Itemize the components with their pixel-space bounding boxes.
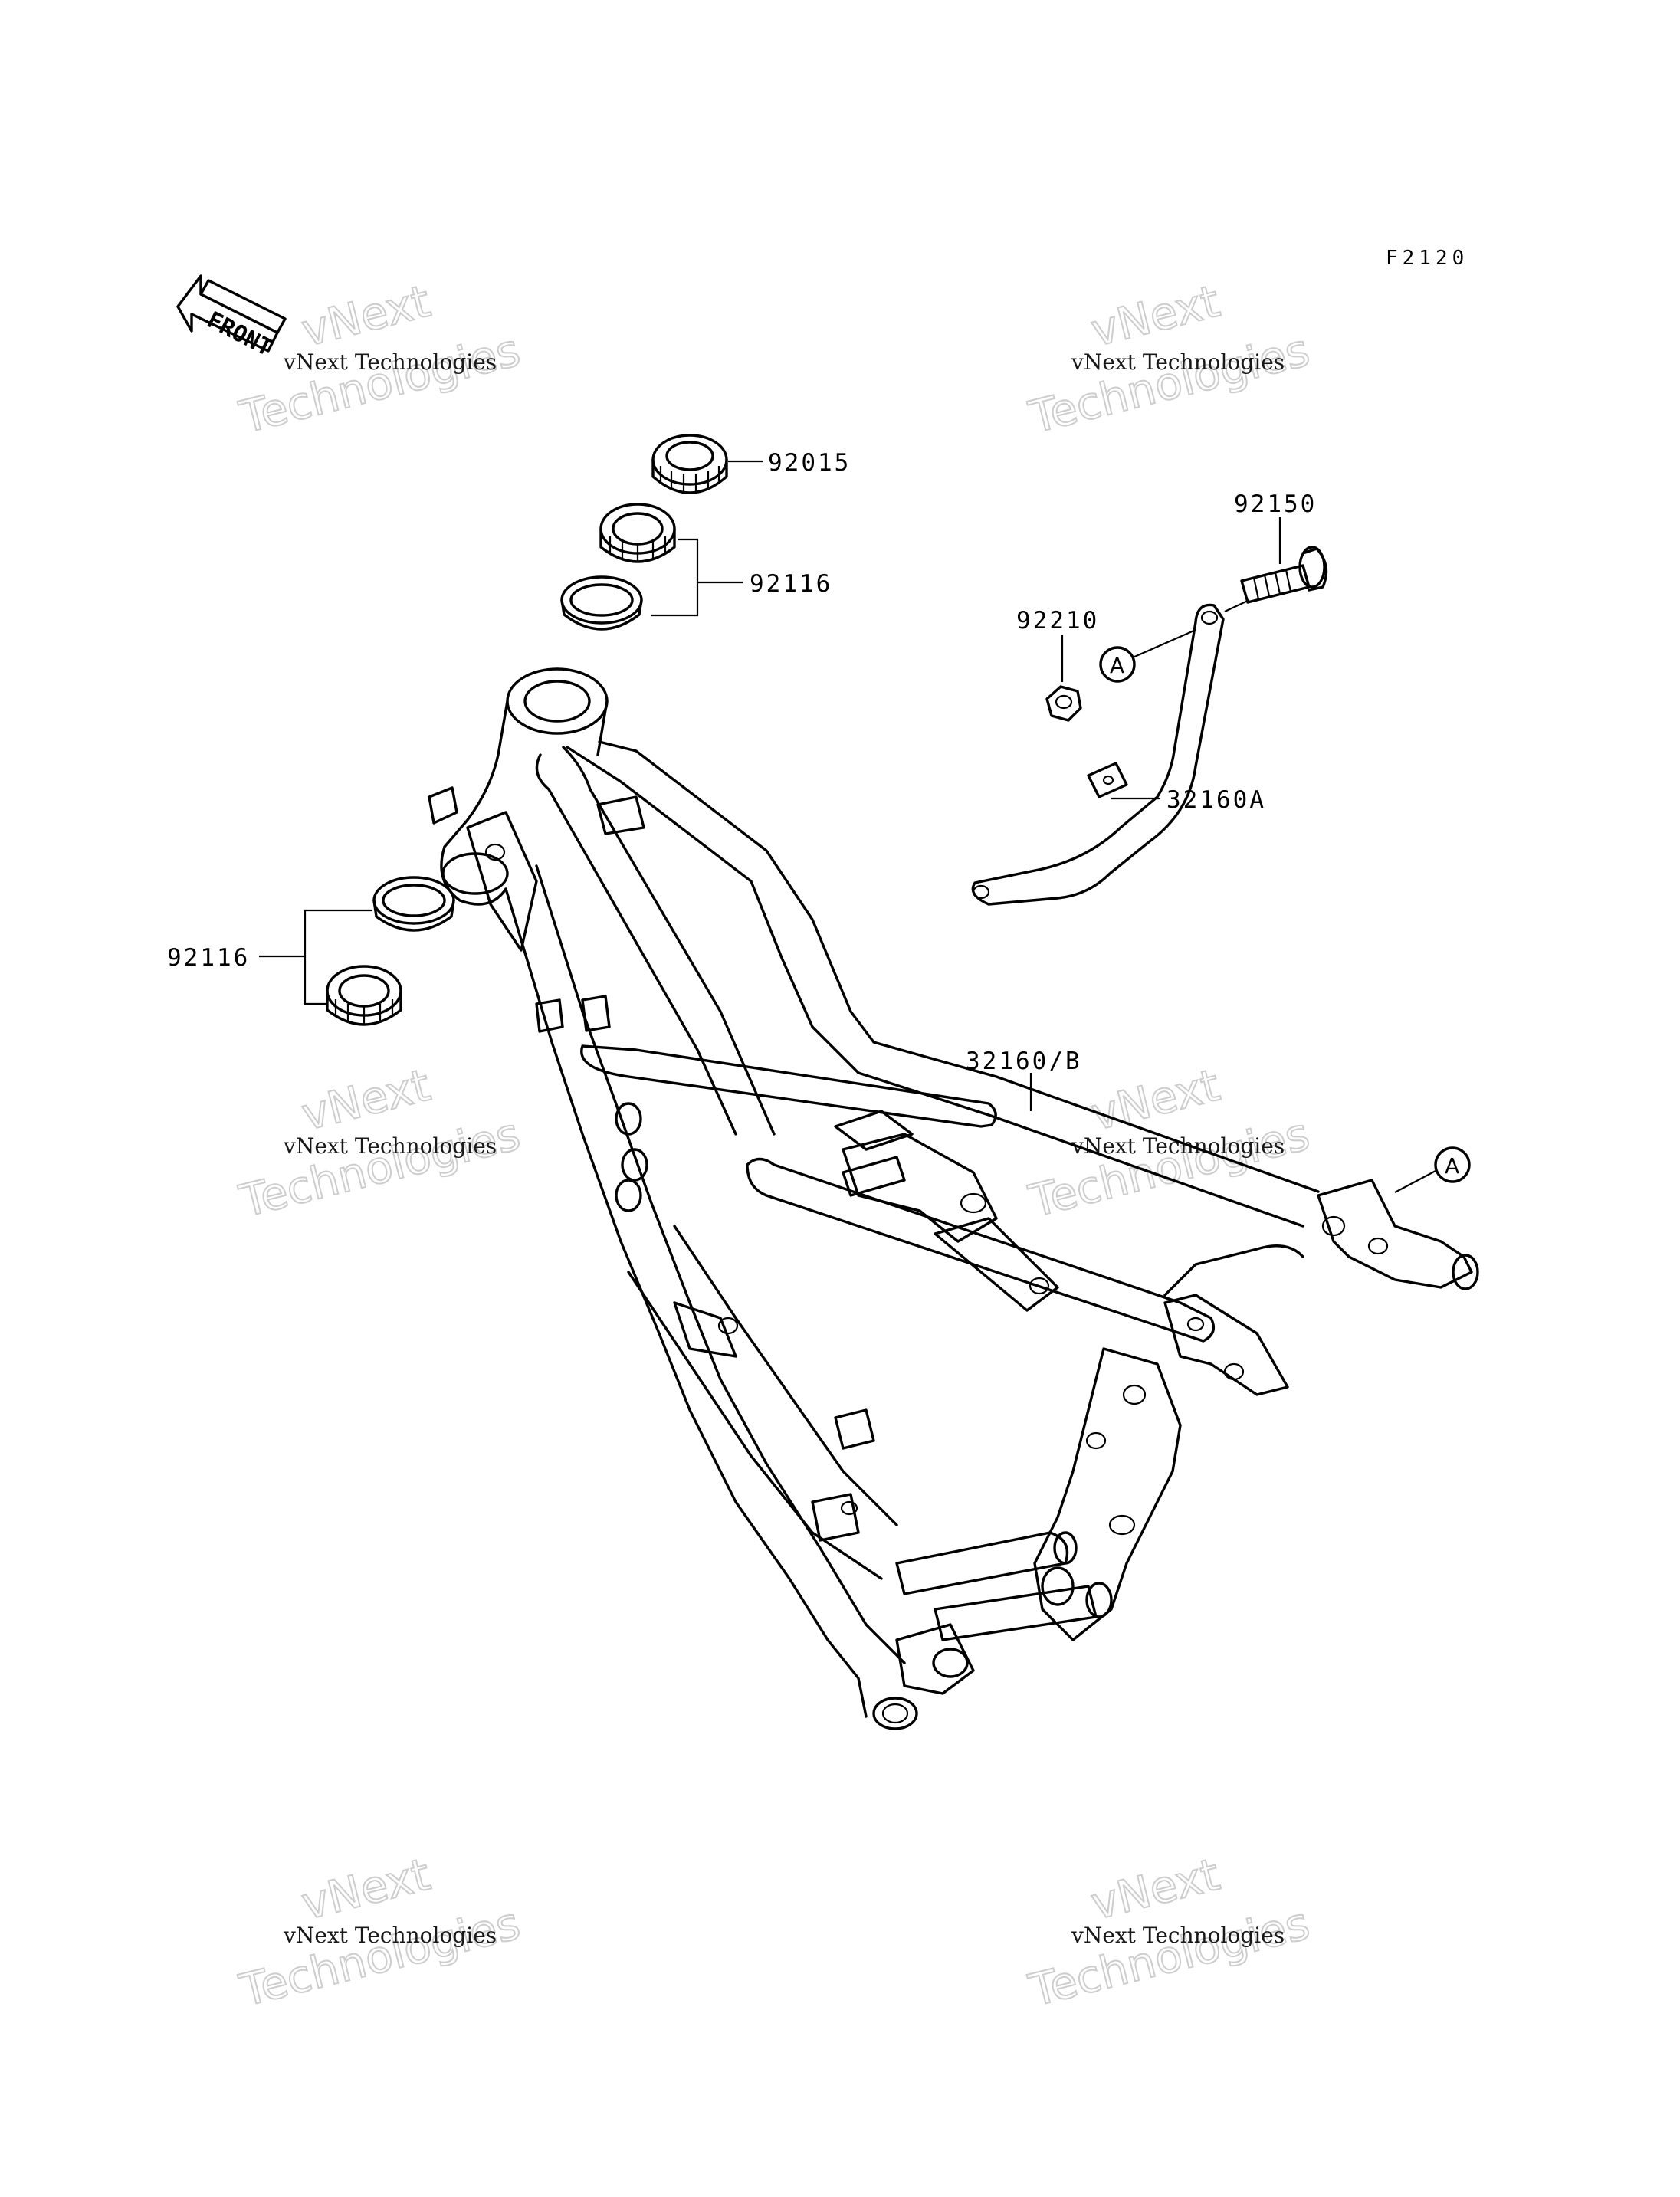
watermark-mid-left: vNext Technologies vNext Technologies [234,1058,526,1228]
label-92210[interactable]: 92210 [1016,607,1099,635]
callout-a-upper: A [1099,599,1250,683]
front-arrow-icon: FRONT [176,274,287,362]
svg-text:Technologies: Technologies [1024,1897,1314,2016]
svg-text:vNext: vNext [1086,1059,1225,1141]
svg-text:Technologies: Technologies [1024,1107,1314,1227]
part-92116-left-races[interactable] [326,876,455,1026]
svg-text:vNext Technologies: vNext Technologies [1071,349,1285,375]
callout-a-lower: A [1394,1146,1471,1193]
label-92116-top[interactable]: 92116 [750,570,832,598]
watermark-top-right: vNext Technologies vNext Technologies [1023,274,1315,444]
watermark-top-left: vNext Technologies vNext Technologies [234,274,526,444]
part-92116-top-races[interactable] [560,503,676,631]
part-32160B-main-frame[interactable] [428,667,1479,1730]
svg-text:vNext Technologies: vNext Technologies [1071,1923,1285,1948]
part-92015-nut[interactable] [651,434,728,494]
part-32160A-bracket[interactable] [971,603,1225,906]
diagram-code: F2120 [1386,247,1468,270]
svg-text:Technologies: Technologies [1024,323,1314,443]
svg-text:vNext: vNext [297,275,435,357]
watermark-bottom-right: vNext Technologies vNext Technologies [1023,1848,1315,2018]
label-92150[interactable]: 92150 [1234,490,1317,518]
svg-text:vNext Technologies: vNext Technologies [283,1133,497,1159]
label-92015[interactable]: 92015 [768,449,851,477]
watermark-bottom-left: vNext Technologies vNext Technologies [234,1848,526,2018]
svg-text:A: A [1445,1153,1459,1179]
part-92150-bolt[interactable] [1240,546,1328,604]
svg-text:vNext: vNext [1086,275,1225,357]
label-32160A[interactable]: 32160A [1166,786,1266,814]
label-32160B[interactable]: 32160/B [966,1048,1082,1075]
svg-text:Technologies: Technologies [235,1897,525,2016]
part-92210-nut[interactable] [1045,685,1082,722]
svg-text:Technologies: Technologies [235,323,525,443]
svg-text:vNext: vNext [297,1848,435,1930]
svg-text:vNext: vNext [1086,1848,1225,1930]
svg-text:Technologies: Technologies [235,1107,525,1227]
label-92116-left[interactable]: 92116 [167,944,250,972]
svg-text:vNext Technologies: vNext Technologies [283,1923,497,1948]
svg-text:vNext Technologies: vNext Technologies [283,349,497,375]
svg-text:vNext: vNext [297,1059,435,1141]
svg-text:vNext Technologies: vNext Technologies [1071,1133,1285,1159]
svg-text:A: A [1110,653,1124,678]
